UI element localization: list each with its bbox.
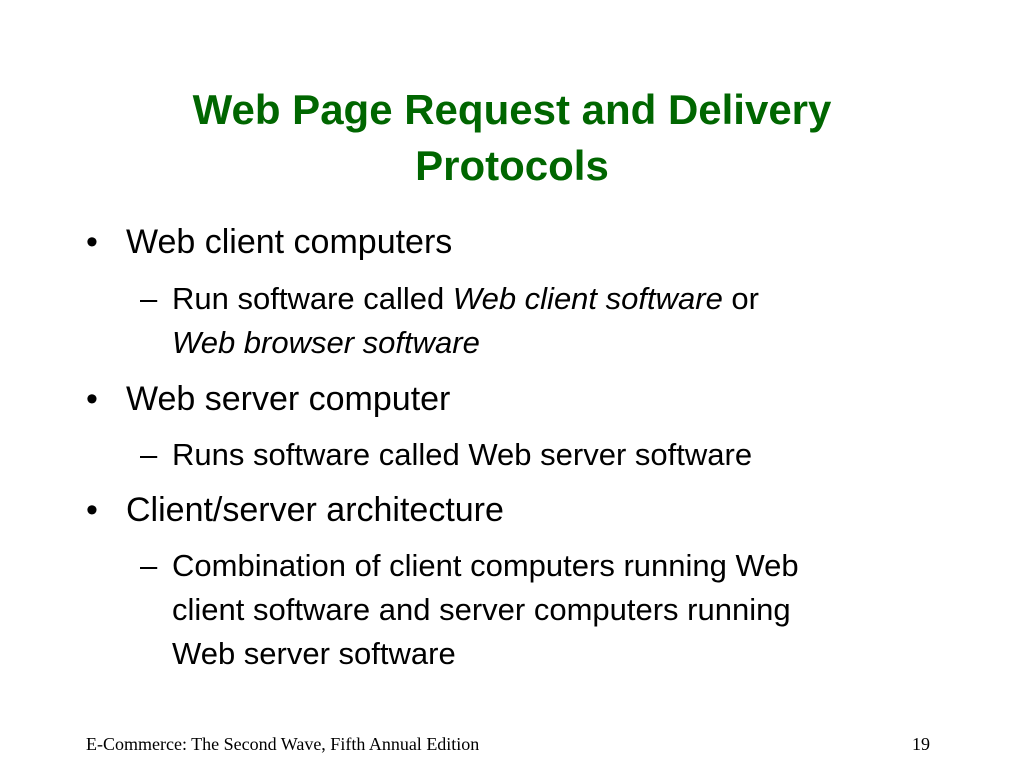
sub-bullet-marker: –	[140, 281, 158, 316]
bullet-marker: •	[86, 491, 98, 529]
slide-title-line-2: Protocols	[415, 142, 609, 189]
sub-bullet-line: Run software called Web client software …	[172, 277, 942, 321]
sub-bullet-line: Web browser software	[172, 325, 480, 360]
sub-bullet-marker: –	[140, 548, 158, 583]
footer-book-title: E-Commerce: The Second Wave, Fifth Annua…	[86, 734, 480, 754]
sub-bullet-line: Combination of client computers running …	[172, 548, 799, 583]
bullet-marker: •	[86, 380, 98, 418]
sub-bullet-text: Combination of client computers running …	[172, 544, 942, 676]
sub-bullet-line: Runs software called Web server software	[172, 437, 753, 472]
slide-title: Web Page Request and Delivery Protocols	[80, 82, 944, 194]
sub-bullet-text: Run software called Web client software …	[172, 277, 942, 365]
page-number: 19	[912, 734, 930, 754]
sub-bullet-text-plain: Run software called	[172, 281, 453, 316]
sub-bullet-line: client software and server computers run…	[172, 592, 791, 627]
sub-bullet-text-italic: Web client software	[452, 281, 723, 316]
bullet-text: Client/server architecture	[126, 491, 504, 529]
sub-bullet-text-plain: or	[722, 281, 759, 316]
bullet-text: Web server computer	[126, 380, 451, 418]
slide-title-line-1: Web Page Request and Delivery	[192, 86, 832, 133]
bullet-text: Web client computers	[126, 223, 453, 261]
sub-bullet-marker: –	[140, 437, 158, 472]
sub-bullet-text: Runs software called Web server software	[172, 433, 942, 477]
sub-bullet-line: Web server software	[172, 636, 456, 671]
bullet-marker: •	[86, 223, 98, 261]
